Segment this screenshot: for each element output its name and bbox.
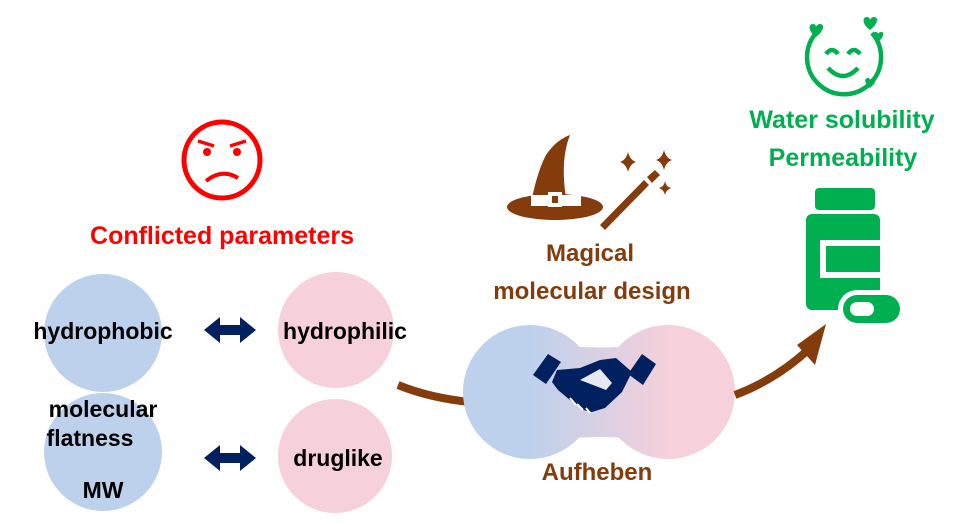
magic-title-line2: molecular design: [493, 278, 690, 305]
witch-hat-icon: [507, 135, 603, 220]
result-line1: Water solubility: [749, 106, 934, 134]
magic-title-line1: Magical: [546, 240, 634, 267]
hydrophilic-circle: [278, 272, 394, 388]
molecular-label: molecular: [49, 396, 158, 422]
flatness-label: flatness: [47, 425, 134, 451]
magic-wand-icon: [600, 150, 672, 230]
druglike-label: druglike: [293, 445, 382, 471]
hydrophobic-circle: [44, 274, 162, 392]
output-arrow-head: [797, 324, 826, 365]
flatness-mw-circle: [44, 393, 162, 511]
druglike-circle: [278, 399, 392, 513]
result-line2: Permeability: [769, 144, 918, 172]
double-arrow-icon: [204, 445, 256, 471]
input-arrow: [396, 381, 471, 406]
medicine-bottle-icon: [806, 188, 904, 328]
hydrophilic-label: hydrophilic: [283, 318, 407, 344]
hydrophobic-label: hydrophobic: [33, 318, 172, 344]
smiley-hearts-icon: [804, 17, 884, 97]
aufheben-label: Aufheben: [542, 459, 653, 486]
conflict-title: Conflicted parameters: [90, 222, 354, 250]
double-arrow-icon: [204, 317, 256, 343]
sad-face-icon: [181, 119, 263, 201]
handshake-icon: [533, 354, 656, 414]
output-arrow: [733, 347, 811, 399]
mw-label: MW: [83, 477, 124, 503]
